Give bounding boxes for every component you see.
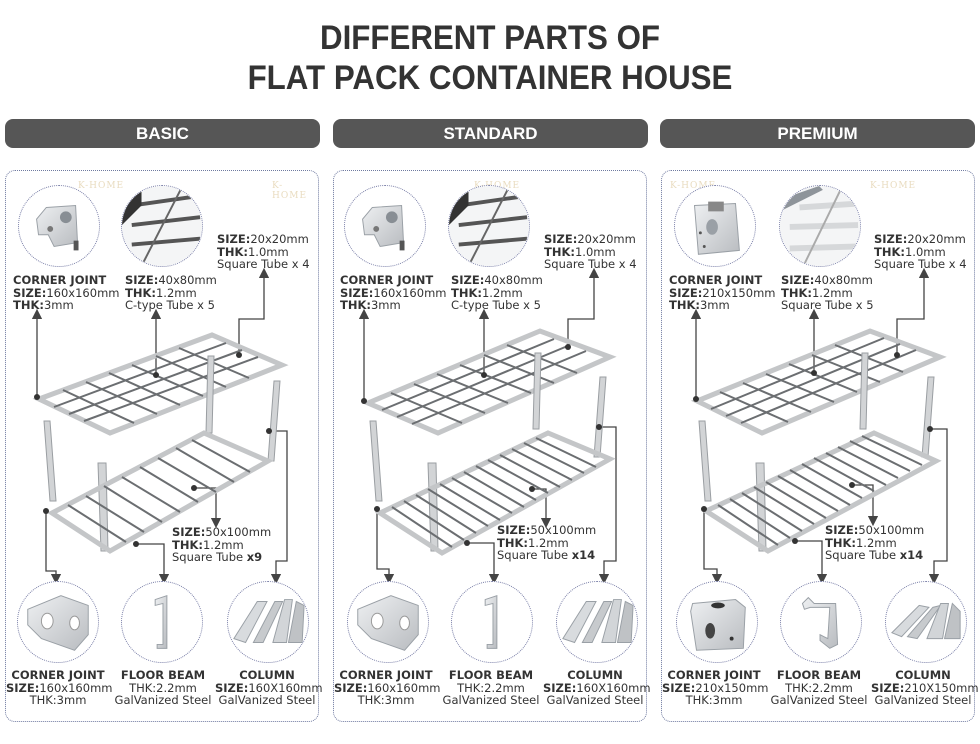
bottom-corner-joint-image xyxy=(17,581,99,663)
title-line-1: DIFFERENT PARTS OF xyxy=(319,19,661,57)
top-corner-joint-spec: CORNER JOINT SIZE:160x160mm THK:3mm xyxy=(340,273,447,312)
frame-diagram xyxy=(31,267,289,585)
bottom-corner-joint-spec: CORNER JOINT SIZE:160x160mm THK:3mm xyxy=(334,668,441,707)
floor-beam-image xyxy=(780,581,862,663)
frame-diagram xyxy=(690,267,948,585)
floor-beam-image xyxy=(121,581,203,663)
top-corner-joint-image xyxy=(344,185,426,267)
tier-header-standard: STANDARD xyxy=(333,119,648,148)
column-spec: COLUMN SIZE:160X160mm GalVanized Steel xyxy=(215,668,323,707)
top-corner-joint-spec: CORNER JOINT SIZE:210x150mm THK:3mm xyxy=(669,273,776,312)
floor-beam-spec: FLOOR BEAM THK:2.2mm GalVanized Steel xyxy=(442,668,540,707)
panel-premium: K-HOME K-HOME CORNER JOINT SIZE:210x150m… xyxy=(661,170,979,722)
floor-joist-spec: SIZE:50x100mm THK:1.2mm Square Tube x14 xyxy=(497,523,597,562)
column-image xyxy=(227,581,309,663)
floor-beam-spec: FLOOR BEAM THK:2.2mm GalVanized Steel xyxy=(770,668,868,707)
top-beam-spec: SIZE:40x80mm THK:1.2mm C-type Tube x 5 xyxy=(125,273,217,312)
floor-joist-spec: SIZE:50x100mm THK:1.2mm Square Tube x14 xyxy=(825,523,925,562)
bottom-corner-joint-spec: CORNER JOINT SIZE:210x150mm THK:3mm xyxy=(662,668,769,707)
watermark: K-HOME xyxy=(272,181,308,201)
top-beam-image xyxy=(121,185,203,267)
bottom-corner-joint-image xyxy=(347,581,429,663)
tier-header-basic: BASIC xyxy=(5,119,320,148)
floor-beam-spec: FLOOR BEAM THK:2.2mm GalVanized Steel xyxy=(114,668,212,707)
column-image xyxy=(885,581,967,663)
top-beam-image xyxy=(779,185,861,267)
floor-joist-spec: SIZE:50x100mm THK:1.2mm Square Tube x9 xyxy=(172,525,272,564)
title-line-2: FLAT PACK CONTAINER HOUSE xyxy=(247,59,733,97)
bottom-corner-joint-image xyxy=(676,581,758,663)
top-corner-joint-spec: CORNER JOINT SIZE:160x160mm THK:3mm xyxy=(13,273,120,312)
floor-beam-image xyxy=(451,581,533,663)
panel-standard: K-HOME CORNER JOINT SIZE:160x160mm THK:3… xyxy=(333,170,651,722)
top-corner-joint-image xyxy=(674,185,756,267)
frame-diagram xyxy=(358,267,617,585)
top-beam-spec: SIZE:40x80mm THK:1.2mm C-type Tube x 5 xyxy=(451,273,543,312)
column-spec: COLUMN SIZE:160X160mm GalVanized Steel xyxy=(543,668,651,707)
watermark: K-HOME xyxy=(670,181,717,191)
roof-purlin-spec: SIZE:20x20mm THK:1.0mm Square Tube x 4 xyxy=(544,232,637,271)
panel-basic: K-HOME K-HOME CORNER JOINT SIZE:160x160m… xyxy=(5,170,323,722)
roof-purlin-spec: SIZE:20x20mm THK:1.0mm Square Tube x 4 xyxy=(874,232,967,271)
top-beam-spec: SIZE:40x80mm THK:1.2mm Square Tube x 5 xyxy=(781,273,874,312)
watermark: K-HOME xyxy=(870,181,917,191)
top-corner-joint-image xyxy=(18,185,100,267)
watermark: K-HOME xyxy=(78,181,125,191)
bottom-corner-joint-spec: CORNER JOINT SIZE:160x160mm THK:3mm xyxy=(6,668,113,707)
tier-header-premium: PREMIUM xyxy=(660,119,975,148)
page-title: DIFFERENT PARTS OF FLAT PACK CONTAINER H… xyxy=(39,18,941,98)
roof-purlin-spec: SIZE:20x20mm THK:1.0mm Square Tube x 4 xyxy=(217,232,310,271)
top-beam-image xyxy=(448,185,530,267)
column-spec: COLUMN SIZE:210X150mm GalVanized Steel xyxy=(871,668,979,707)
column-image xyxy=(556,581,638,663)
